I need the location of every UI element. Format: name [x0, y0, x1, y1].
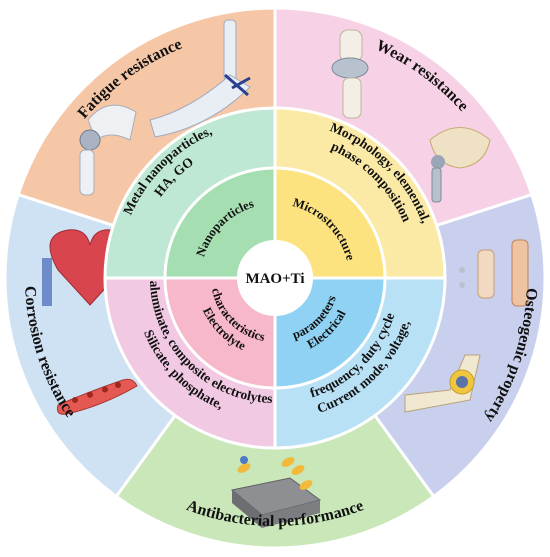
- center-circle: [237, 240, 313, 316]
- outer-divider: [17, 193, 114, 227]
- ring-dividers: [3, 6, 547, 550]
- blood-vessel-stent-icon: [56, 378, 138, 415]
- inner-quadrant-electrical-parameters: [275, 278, 385, 388]
- middle-quadrant-1: [275, 108, 445, 278]
- outer-divider: [115, 414, 177, 498]
- inner-quadrant-electrolyte-characteristics: [165, 278, 275, 388]
- elbow-joint-icon: [404, 354, 481, 413]
- ankle-foot-implant-icon: [149, 19, 251, 138]
- outer-divider: [373, 414, 435, 498]
- inner-quadrant-microstructure: [275, 168, 385, 278]
- center-label: MAO+Ti: [245, 271, 304, 287]
- inner-ring: [165, 168, 385, 388]
- middle-quadrant-2: [275, 278, 445, 448]
- middle-quadrant-3: [105, 278, 275, 448]
- bacteria-coated-surface-icon: [230, 456, 322, 528]
- shoulder-implant-icon: [79, 104, 137, 196]
- hip-implant-icon: [429, 127, 491, 203]
- knee-implant-icon: [331, 29, 369, 119]
- middle-ring: [105, 108, 445, 448]
- inner-quadrant-nanoparticles: [165, 168, 275, 278]
- bone-growth-icon: [459, 239, 529, 307]
- middle-quadrant-4: [105, 108, 275, 278]
- outer-divider: [436, 193, 533, 227]
